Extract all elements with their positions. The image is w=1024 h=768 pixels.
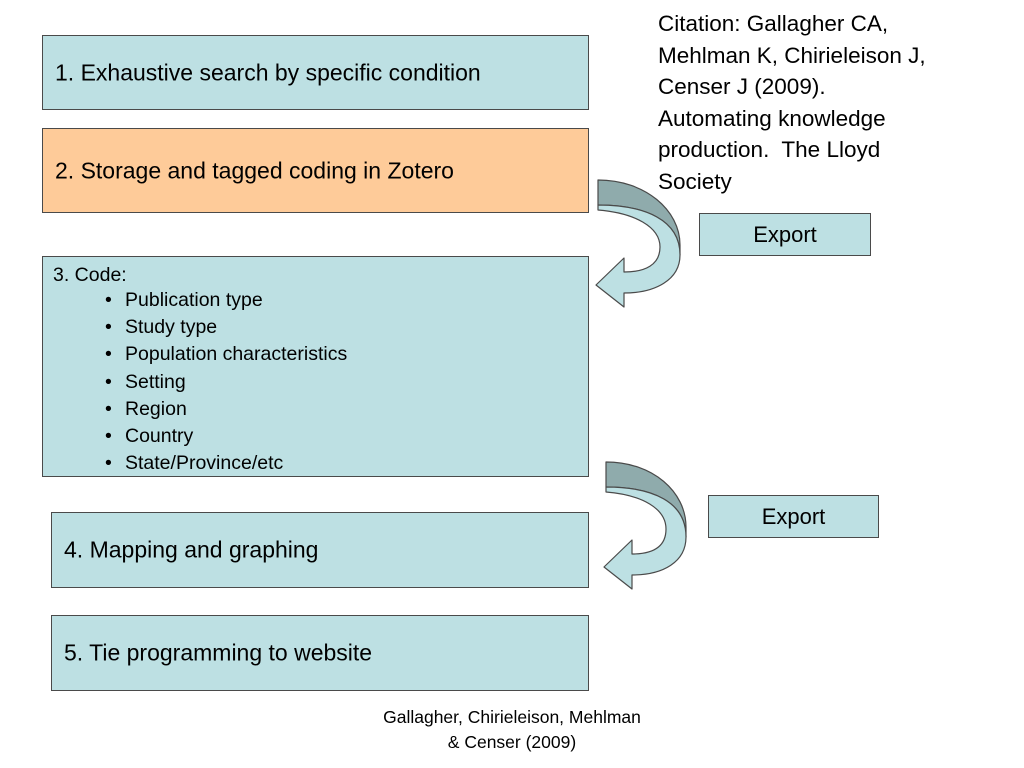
bullet-icon: • [105,289,112,311]
citation-line: Automating knowledge [658,105,886,131]
code-list-item: •Region [43,396,347,423]
step-3-box: 3. Code: •Publication type •Study type •… [42,256,589,477]
footer-credit: Gallagher, Chirieleison, Mehlman & Cense… [352,705,672,755]
step-2-box: 2. Storage and tagged coding in Zotero [42,128,589,213]
bullet-icon: • [105,343,112,366]
curved-arrow-icon [603,461,687,590]
bullet-icon: • [105,425,112,448]
step-1-box: 1. Exhaustive search by specific conditi… [42,35,589,110]
citation-line: Censer J (2009). [658,74,826,99]
curved-arrow-icon [595,179,681,308]
code-list-item: •Publication type [43,287,347,314]
bullet-icon: • [105,452,112,475]
code-list-item: •Setting [43,369,347,396]
step-1-label: 1. Exhaustive search by specific conditi… [55,59,481,85]
citation-line: Mehlman K, Chirieleison J, [658,42,926,68]
code-list-item: •Population characteristics [43,341,347,368]
citation-line: production. The Lloyd [658,137,881,162]
step-2-label: 2. Storage and tagged coding in Zotero [55,157,454,183]
code-list-item: •Study type [43,314,347,341]
step-4-box: 4. Mapping and graphing [51,512,589,588]
code-list: •Publication type •Study type •Populatio… [43,287,347,477]
step-5-box: 5. Tie programming to website [51,615,589,691]
code-list-item: •State/Province/etc [43,450,347,477]
step-5-label: 5. Tie programming to website [64,639,373,666]
export-box-2: Export [708,495,879,538]
code-list-item: •Country [43,423,347,450]
bullet-icon: • [105,370,112,393]
curved-arrow-front [603,486,687,590]
step-4-label: 4. Mapping and graphing [64,536,319,563]
footer-line: & Censer (2009) [447,732,577,752]
citation-text: Citation: Gallagher CA, Mehlman K, Chiri… [658,8,1008,197]
citation-line: Society [658,168,732,194]
export-box-1: Export [699,213,871,256]
bullet-icon: • [105,397,112,420]
bullet-icon: • [105,316,112,339]
step-3-label: 3. Code: [53,264,127,286]
curved-arrow-front [595,204,681,308]
footer-line: Gallagher, Chirieleison, Mehlman [383,707,641,727]
citation-line: Citation: Gallagher CA, [658,11,889,36]
